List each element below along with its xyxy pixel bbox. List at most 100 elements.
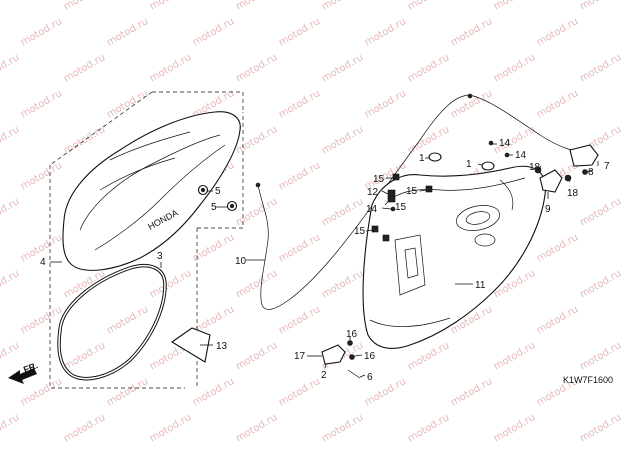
watermark-text: motod.ru bbox=[277, 160, 322, 192]
front-direction-label: FR. bbox=[22, 360, 39, 375]
watermark-text: motod.ru bbox=[191, 232, 236, 264]
callout-10: 10 bbox=[235, 256, 247, 267]
watermark-text: motod.ru bbox=[578, 340, 623, 372]
watermark-text: motod.ru bbox=[492, 340, 537, 372]
callout-14c: 14 bbox=[366, 204, 378, 215]
watermark-text: motod.ru bbox=[191, 376, 236, 408]
cap-1-left bbox=[428, 152, 442, 162]
part-12-clip bbox=[387, 189, 396, 203]
watermark-text: motod.ru bbox=[62, 268, 107, 300]
watermark-text: motod.ru bbox=[406, 52, 451, 84]
watermark-text: motod.ru bbox=[320, 268, 365, 300]
cable-end-right bbox=[467, 93, 473, 99]
watermark-text: motod.ru bbox=[234, 268, 279, 300]
watermark-text: motod.ru bbox=[105, 16, 150, 48]
callout-18a: 18 bbox=[529, 162, 541, 173]
seat-group-frame bbox=[49, 91, 244, 389]
watermark-text: motod.ru bbox=[62, 0, 107, 13]
watermark-text: motod.ru bbox=[148, 52, 193, 84]
callout-3: 3 bbox=[157, 251, 163, 262]
watermark-text: motod.ru bbox=[535, 88, 580, 120]
watermark-text: motod.ru bbox=[19, 16, 64, 48]
part-13-plate bbox=[170, 327, 211, 363]
watermark-text: motod.ru bbox=[234, 0, 279, 13]
callout-16b: 16 bbox=[364, 351, 376, 362]
watermark-text: motod.ru bbox=[234, 340, 279, 372]
cap-1-right bbox=[481, 161, 495, 171]
watermark-text: motod.ru bbox=[363, 88, 408, 120]
watermark-text: motod.ru bbox=[406, 340, 451, 372]
callout-13: 13 bbox=[216, 341, 228, 352]
watermark-text: motod.ru bbox=[320, 412, 365, 444]
watermark-text: motod.ru bbox=[449, 376, 494, 408]
watermark-text: motod.ru bbox=[191, 16, 236, 48]
callout-9: 9 bbox=[545, 204, 551, 215]
watermark-text: motod.ru bbox=[492, 412, 537, 444]
watermark-text: motod.ru bbox=[363, 16, 408, 48]
watermark-text: motod.ru bbox=[234, 412, 279, 444]
watermark-text: motod.ru bbox=[234, 52, 279, 84]
callout-5b: 5 bbox=[211, 202, 217, 213]
watermark-text: motod.ru bbox=[0, 0, 21, 13]
callout-11: 11 bbox=[475, 280, 486, 291]
callout-1b: 1 bbox=[466, 159, 472, 170]
watermark-text: motod.ru bbox=[406, 412, 451, 444]
callout-15d: 15 bbox=[395, 202, 407, 213]
callout-6: 6 bbox=[367, 372, 373, 383]
watermark-text: motod.ru bbox=[19, 88, 64, 120]
part-5-nuts bbox=[197, 184, 238, 212]
watermark-text: motod.ru bbox=[105, 88, 150, 120]
watermark-text: motod.ru bbox=[578, 412, 623, 444]
callout-4: 4 bbox=[40, 257, 46, 268]
watermark-text: motod.ru bbox=[578, 0, 623, 13]
luggage-box bbox=[362, 165, 546, 349]
watermark-text: motod.ru bbox=[0, 124, 21, 156]
callout-7: 7 bbox=[604, 161, 610, 172]
watermark-text: motod.ru bbox=[277, 376, 322, 408]
part-14-bolt-a bbox=[488, 140, 494, 146]
watermark-text: motod.ru bbox=[105, 304, 150, 336]
callout-15c: 15 bbox=[354, 226, 366, 237]
watermark-text: motod.ru bbox=[62, 340, 107, 372]
watermark-text: motod.ru bbox=[0, 52, 21, 84]
watermark-text: motod.ru bbox=[449, 88, 494, 120]
watermark-text: motod.ru bbox=[0, 412, 21, 444]
callout-14a: 14 bbox=[499, 138, 511, 149]
watermark-text: motod.ru bbox=[0, 196, 21, 228]
watermark-text: motod.ru bbox=[234, 124, 279, 156]
watermark-text: motod.ru bbox=[406, 0, 451, 13]
watermark-text: motod.ru bbox=[406, 124, 451, 156]
callouts: 1 1 2 3 4 5 5 6 7 8 9 10 11 12 13 14 14 … bbox=[40, 138, 610, 383]
callout-16a: 16 bbox=[346, 329, 358, 340]
watermark-text: motod.ru bbox=[277, 16, 322, 48]
watermark-text: motod.ru bbox=[277, 88, 322, 120]
watermark-text: motod.ru bbox=[148, 268, 193, 300]
watermark-text: motod.ru bbox=[148, 0, 193, 13]
callout-8: 8 bbox=[588, 167, 594, 178]
callout-14b: 14 bbox=[515, 150, 527, 161]
part-15-bolts bbox=[371, 173, 433, 242]
part-14-bolt-b bbox=[504, 152, 510, 158]
seat-seal bbox=[57, 263, 167, 381]
watermark-text: motod.ru bbox=[578, 52, 623, 84]
diagram-code: K1W7F1600 bbox=[563, 375, 613, 385]
watermark-text: motod.ru bbox=[234, 196, 279, 228]
callout-1a: 1 bbox=[419, 153, 425, 164]
callout-5a: 5 bbox=[215, 186, 221, 197]
watermark-text: motod.ru bbox=[535, 304, 580, 336]
callout-2: 2 bbox=[321, 370, 327, 381]
watermark-text: motod.ru bbox=[578, 268, 623, 300]
watermark-text: motod.ru bbox=[492, 0, 537, 13]
watermark-text: motod.ru bbox=[449, 16, 494, 48]
watermark-text: motod.ru bbox=[19, 304, 64, 336]
watermark-text: motod.ru bbox=[277, 232, 322, 264]
watermark-text: motod.ru bbox=[535, 16, 580, 48]
callout-15b: 15 bbox=[406, 186, 418, 197]
watermark-text: motod.ru bbox=[0, 268, 21, 300]
watermark-text: motod.ru bbox=[492, 52, 537, 84]
watermark-text: motod.ru bbox=[277, 304, 322, 336]
seat-latch bbox=[534, 144, 599, 193]
callout-12: 12 bbox=[367, 187, 379, 198]
